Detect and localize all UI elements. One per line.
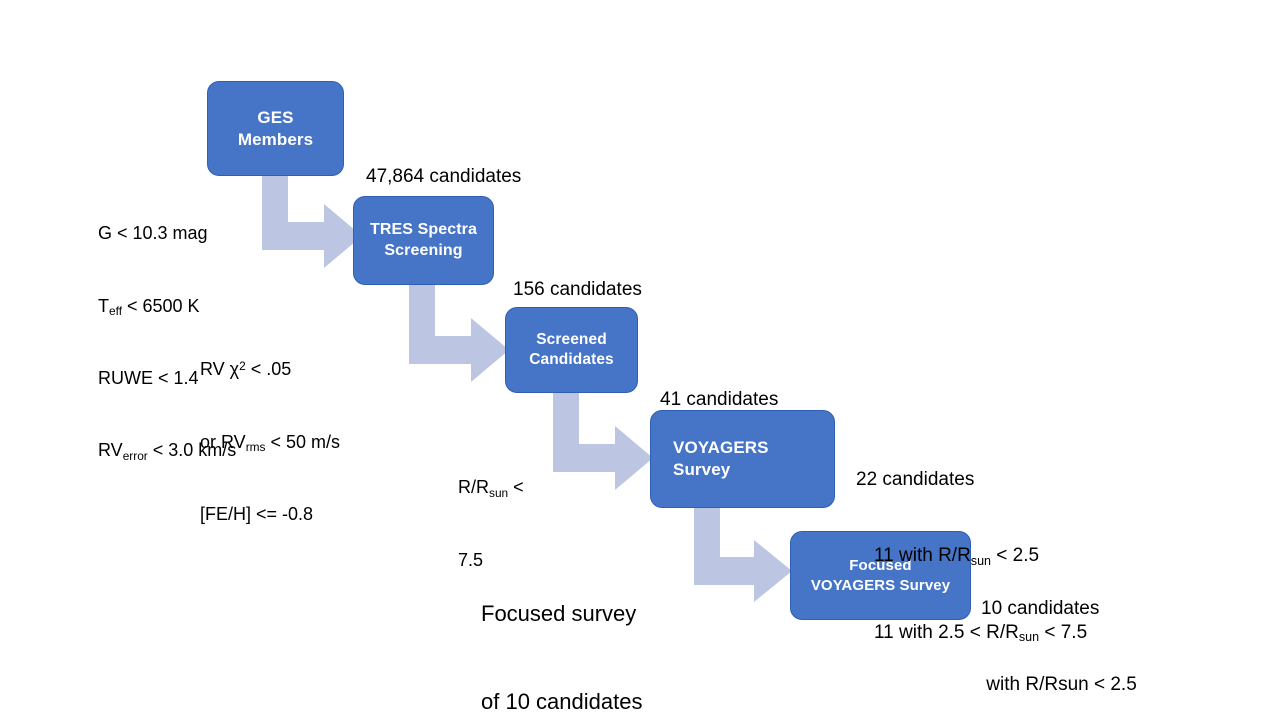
- count-focused-line-1: 10 candidates: [981, 597, 1100, 619]
- count-voyagers-line-2: 11 with R/Rsun < 2.5: [874, 545, 1040, 568]
- count-label-tres: 156 candidates: [513, 226, 642, 353]
- criteria-1-line-4: RVerror < 3.0 km/s: [98, 440, 237, 463]
- arrow-screened-to-voyagers: [553, 390, 663, 500]
- criteria-4-line-2: of 10 candidates: [481, 689, 643, 715]
- arrow-voyagers-to-focused: [694, 505, 804, 615]
- node-focused-voyagers-survey[interactable]: Focused VOYAGERS Survey: [790, 531, 971, 620]
- criteria-label-2: RV χ2 < .05 or RVrms < 50 m/s [FE/H] <= …: [200, 309, 340, 574]
- node-tres-line-2: Screening: [384, 241, 463, 259]
- count-screened-line-1: 41 candidates: [660, 388, 779, 410]
- criteria-1-line-1: G < 10.3 mag: [98, 223, 208, 244]
- arrow-tres-to-screened: [409, 282, 519, 392]
- node-screened-line-1: Screened: [536, 331, 607, 349]
- criteria-2-line-2: or RVrms < 50 m/s: [200, 431, 341, 454]
- node-ges-members[interactable]: GES Members: [207, 81, 344, 176]
- count-ges-line-1: 47,864 candidates: [366, 165, 522, 187]
- criteria-label-3: R/Rsun < 7.5: [458, 427, 524, 620]
- criteria-3-line-2: 7.5: [458, 549, 484, 570]
- node-ges-members-line-1: GES: [257, 107, 294, 127]
- node-tres-spectra-screening[interactable]: TRES Spectra Screening: [353, 196, 494, 285]
- node-focused-line-2: VOYAGERS Survey: [810, 576, 951, 594]
- criteria-3-line-1: R/Rsun <: [458, 477, 524, 500]
- count-label-voyagers: 22 candidates 11 with R/Rsun < 2.5 11 wi…: [856, 416, 1087, 696]
- node-screened-candidates[interactable]: Screened Candidates: [505, 307, 638, 393]
- count-focused-line-2: with R/Rsun < 2.5: [981, 674, 1137, 696]
- node-voyagers-line-1: VOYAGERS: [673, 438, 769, 458]
- node-focused-line-1: Focused: [849, 557, 912, 575]
- arrow-ges-to-tres: [262, 168, 372, 278]
- criteria-2-line-3: [FE/H] <= -0.8: [200, 503, 314, 524]
- node-voyagers-line-2: Survey: [673, 460, 731, 479]
- count-label-focused: 10 candidates with R/Rsun < 2.5: [981, 545, 1137, 722]
- criteria-4-line-1: Focused survey: [481, 600, 637, 626]
- criteria-2-line-1: RV χ2 < .05: [200, 358, 292, 380]
- criteria-1-line-2: Teff < 6500 K: [98, 295, 200, 318]
- count-voyagers-line-3: 11 with 2.5 < R/Rsun < 7.5: [874, 621, 1088, 645]
- criteria-label-1: G < 10.3 mag Teff < 6500 K RUWE < 1.4 RV…: [98, 173, 236, 511]
- count-voyagers-line-1: 22 candidates: [856, 468, 975, 490]
- count-label-ges: 47,864 candidates: [366, 113, 521, 240]
- node-ges-members-line-2: Members: [237, 129, 314, 149]
- count-tres-line-1: 156 candidates: [513, 278, 642, 300]
- node-tres-line-1: TRES Spectra: [369, 221, 477, 239]
- criteria-1-line-3: RUWE < 1.4: [98, 367, 199, 388]
- criteria-label-4: Focused survey of 10 candidates: [481, 540, 642, 722]
- node-screened-line-2: Candidates: [529, 351, 614, 368]
- node-voyagers-survey[interactable]: VOYAGERS Survey: [650, 410, 835, 508]
- count-label-screened: 41 candidates: [660, 336, 778, 463]
